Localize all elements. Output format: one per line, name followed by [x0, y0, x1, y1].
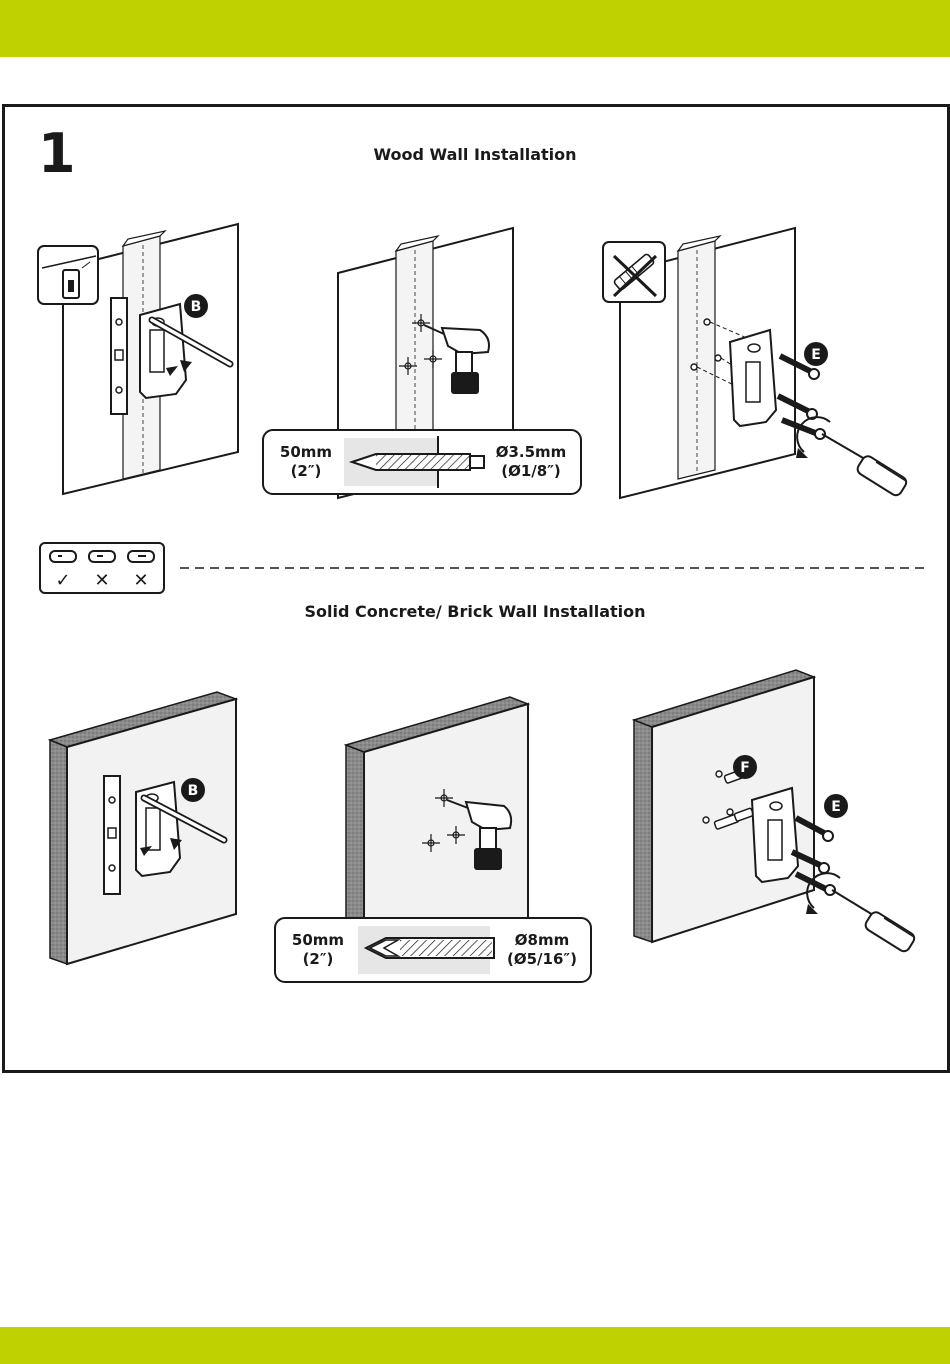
wood-drill-depth: 50mm (2″)	[268, 443, 344, 481]
concrete-drill-diameter-metric: Ø8mm	[496, 931, 588, 950]
part-e-badge: E	[811, 347, 821, 363]
slot-cross-mark: ✕	[94, 570, 109, 591]
wood-drill-diameter-metric: Ø3.5mm	[486, 443, 576, 462]
concrete-drill-diameter-imperial: (Ø5/16″)	[496, 950, 588, 969]
part-e-badge: E	[831, 799, 841, 815]
wood-drill-diameter-imperial: (Ø1/8″)	[486, 462, 576, 481]
spirit-level-icon	[104, 776, 120, 894]
concrete-drill-depth: 50mm (2″)	[280, 931, 356, 969]
drill-bit-icon	[352, 454, 484, 470]
concrete-panel-level: B	[50, 692, 236, 964]
screwdriver-icon	[832, 890, 916, 953]
concrete-panel-screws: F E	[634, 670, 916, 953]
no-anchor-icon	[603, 242, 665, 302]
part-f-badge: F	[740, 760, 750, 776]
wall-bracket-icon	[730, 330, 776, 426]
wall-bracket-icon	[752, 788, 798, 882]
part-b-badge: B	[191, 299, 202, 315]
slot-guide: ✓ ✕ ✕	[40, 543, 164, 593]
wood-panel-level: B	[38, 224, 238, 494]
concrete-drill-diameter: Ø8mm (Ø5/16″)	[496, 931, 588, 969]
wood-drill-depth-imperial: (2″)	[268, 462, 344, 481]
stud-finder-icon	[38, 246, 98, 304]
screwdriver-icon	[822, 434, 908, 497]
wall-bracket-icon	[140, 304, 186, 398]
spirit-level-icon	[111, 298, 127, 414]
wood-panel-screws: E	[603, 228, 908, 498]
concrete-drill-depth-metric: 50mm	[280, 931, 356, 950]
slot-cross-mark: ✕	[133, 570, 148, 591]
wood-drill-depth-metric: 50mm	[268, 443, 344, 462]
concrete-drill-depth-imperial: (2″)	[280, 950, 356, 969]
drill-bit-icon	[366, 938, 494, 958]
part-b-badge: B	[188, 783, 199, 799]
slot-check-mark: ✓	[55, 570, 70, 591]
wood-drill-diameter: Ø3.5mm (Ø1/8″)	[486, 443, 576, 481]
